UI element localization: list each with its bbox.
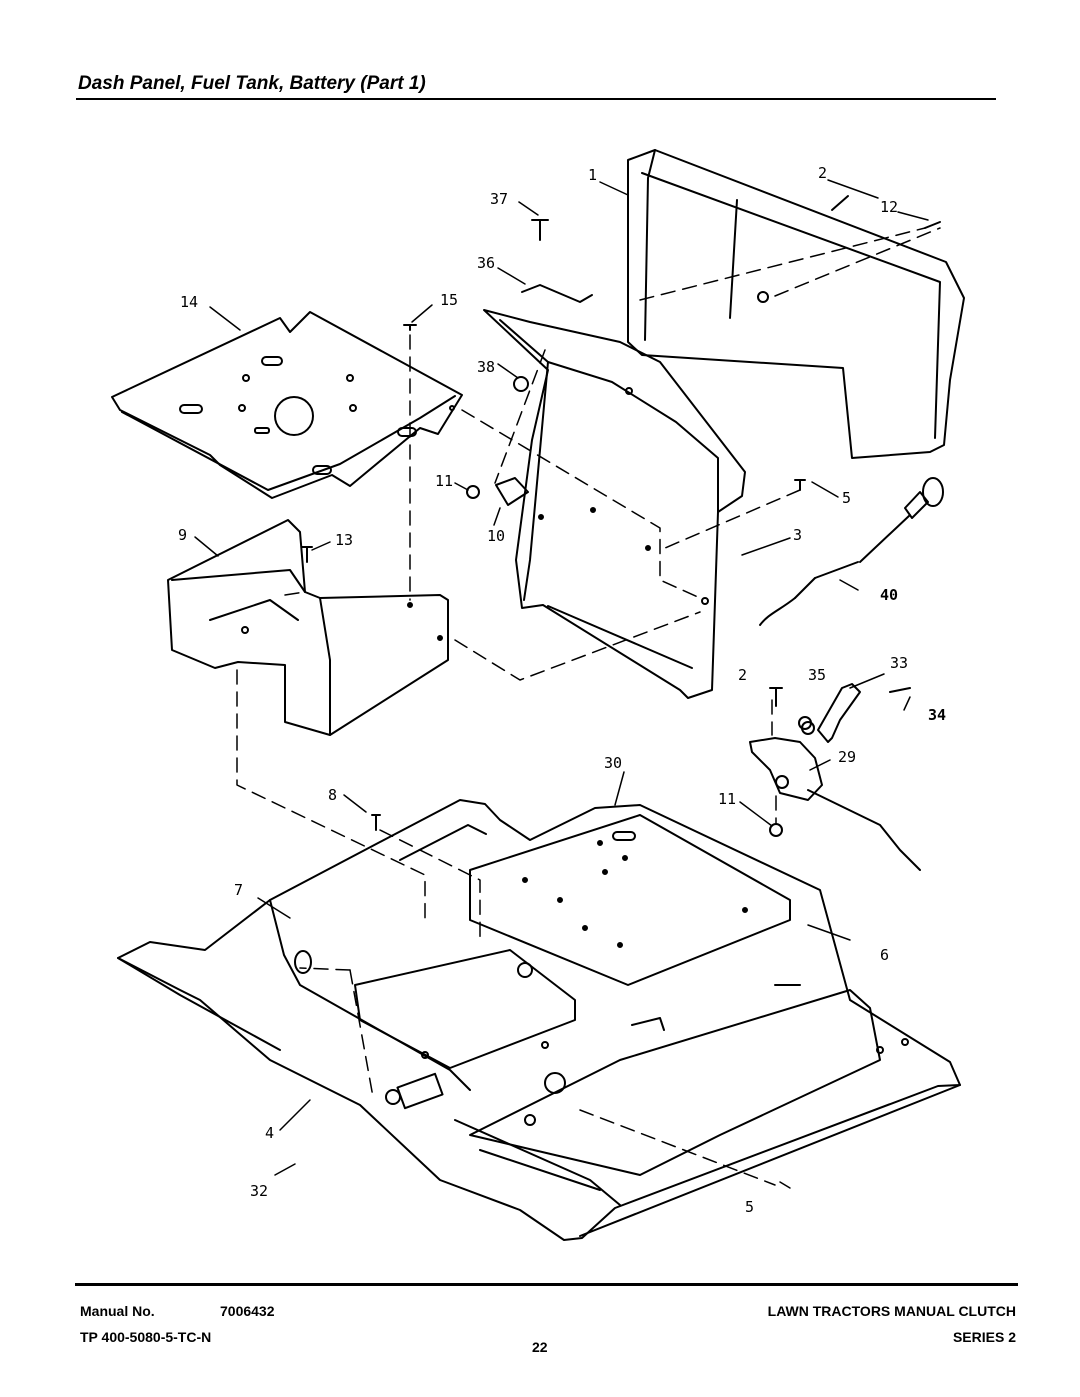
callout-10: 10 — [487, 527, 505, 545]
leader-lines — [194, 179, 929, 1189]
callout-33: 33 — [890, 654, 908, 672]
page-number: 22 — [532, 1339, 548, 1355]
callout-5a: 5 — [842, 489, 851, 507]
callout-11b: 11 — [718, 790, 736, 808]
callout-30: 30 — [604, 754, 622, 772]
fuel-tank-part — [627, 149, 965, 459]
battery-box-part — [167, 519, 449, 736]
callout-36: 36 — [477, 254, 495, 272]
callout-3: 3 — [793, 526, 802, 544]
page-title: Dash Panel, Fuel Tank, Battery (Part 1) — [78, 73, 426, 94]
callout-29: 29 — [838, 748, 856, 766]
manual-label: Manual No. — [80, 1303, 155, 1319]
callout-35: 35 — [808, 666, 826, 684]
callout-38: 38 — [477, 358, 495, 376]
callout-11a: 11 — [435, 472, 453, 490]
dash-panel-part — [483, 309, 746, 699]
callout-8: 8 — [328, 786, 337, 804]
callout-7: 7 — [234, 881, 243, 899]
callout-4: 4 — [265, 1124, 274, 1142]
callout-labels: 1 2 12 37 36 14 15 38 11 10 9 13 5 3 40 … — [178, 164, 946, 1216]
manual-number: 7006432 — [220, 1303, 275, 1319]
callout-5b: 5 — [745, 1198, 754, 1216]
callout-6: 6 — [880, 946, 889, 964]
callout-13: 13 — [335, 531, 353, 549]
footer-rule — [75, 1283, 1018, 1286]
callout-2b: 2 — [738, 666, 747, 684]
callout-1: 1 — [588, 166, 597, 184]
callout-14: 14 — [180, 293, 198, 311]
callout-9: 9 — [178, 526, 187, 544]
callout-37: 37 — [490, 190, 508, 208]
callout-2a: 2 — [818, 164, 827, 182]
series-label: SERIES 2 — [952, 1329, 1016, 1345]
title-rule — [76, 98, 996, 100]
assembly-dash-lines — [236, 227, 941, 1186]
battery-tray-part — [111, 311, 463, 499]
callout-15: 15 — [440, 291, 458, 309]
tp-number: TP 400-5080-5-TC-N — [80, 1329, 212, 1345]
clutch-linkage-part — [749, 683, 921, 871]
frame-part — [117, 799, 961, 1241]
callout-12: 12 — [880, 198, 898, 216]
callout-32: 32 — [250, 1182, 268, 1200]
callout-34: 34 — [928, 706, 946, 724]
choke-cable-part — [759, 477, 944, 626]
callout-40: 40 — [880, 586, 898, 604]
fasteners-group — [294, 195, 941, 986]
product-name: LAWN TRACTORS MANUAL CLUTCH — [767, 1303, 1016, 1319]
